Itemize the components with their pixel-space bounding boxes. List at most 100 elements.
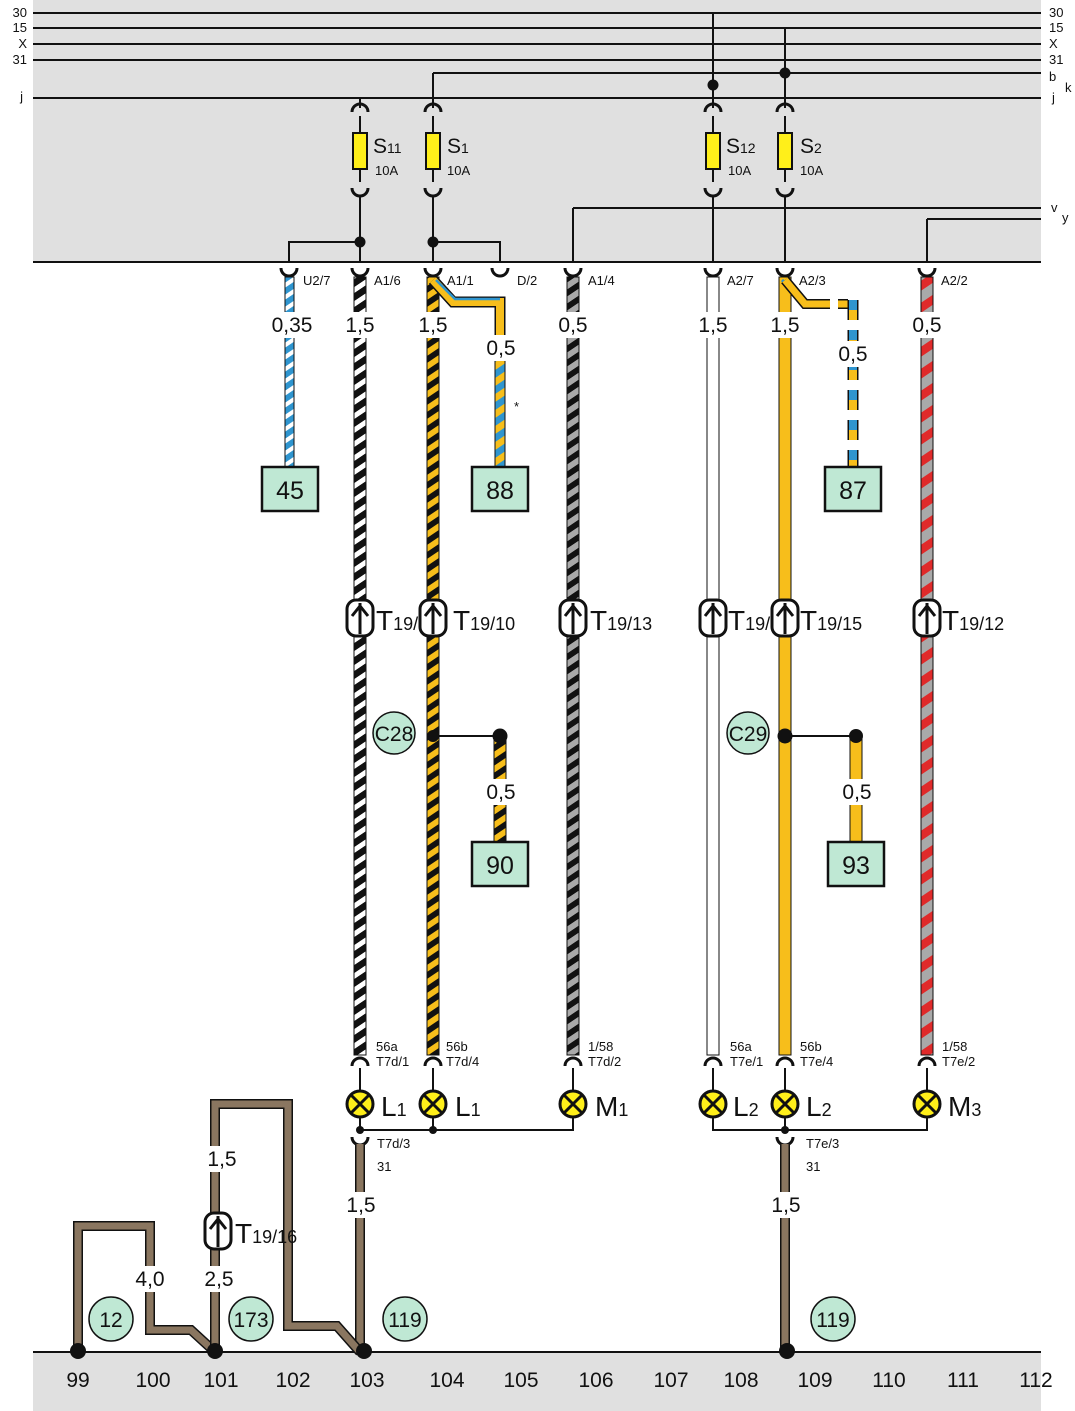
wire-size: 0,5 [486, 337, 515, 360]
fuse-rating: 10A [375, 163, 398, 178]
ground-refs: 12 173 119 119 [88, 1296, 856, 1342]
box-label: 87 [839, 477, 867, 505]
scale-number: 101 [203, 1369, 238, 1392]
wire-size: 4,0 [135, 1268, 164, 1291]
rail-label: j [1051, 90, 1055, 105]
fuse-s1: S1 10A [423, 102, 470, 198]
lamp-m1: M1 [558, 1089, 628, 1122]
circle-ref-c28 [372, 711, 416, 755]
scale-number: 110 [872, 1369, 905, 1392]
lamp-label: M1 [595, 1091, 628, 1122]
connector-label: T19/10 [453, 605, 515, 636]
column-scale: 99 100 101 102 103 104 105 106 107 108 1… [66, 1369, 1052, 1392]
terminal-label: T7d/2 [588, 1054, 621, 1069]
rail-label: X [1049, 36, 1058, 51]
lamp-l2-b: L2 [770, 1089, 832, 1122]
scale-number: 106 [578, 1369, 613, 1392]
rail-label: 31 [1049, 52, 1063, 67]
box-45: 45 [260, 465, 320, 513]
wire-size: 1,5 [698, 314, 727, 337]
wire-45 [284, 276, 295, 468]
panel-wiring [288, 13, 928, 262]
pin-label: A1/1 [447, 273, 474, 288]
circle-label: 12 [99, 1309, 122, 1332]
wire-size: 1,5 [418, 314, 447, 337]
terminal-label: 31 [377, 1159, 391, 1174]
connector-t19-6: T19/6 [345, 598, 428, 638]
rail-labels-left: 30 15 X 31 j [13, 5, 28, 104]
star-note: * [514, 399, 519, 414]
wire-size: 1,5 [207, 1148, 236, 1171]
terminal-label: 56a [376, 1039, 398, 1054]
connector-label: T19/13 [590, 605, 652, 636]
terminal-label: 56b [800, 1039, 822, 1054]
scale-number: 99 [66, 1369, 89, 1392]
scale-number: 112 [1019, 1369, 1052, 1392]
lamp-label: L1 [455, 1091, 481, 1122]
wire-size: 0,5 [558, 314, 587, 337]
circle-label: 173 [233, 1309, 268, 1332]
panel-pins [279, 267, 937, 278]
wire-sizes: 0,35 1,5 1,5 0,5 0,5 1,5 1,5 0,5 0,5 * [272, 312, 944, 414]
wire-size: 1,5 [346, 1194, 375, 1217]
fuse-label: S2 [800, 135, 822, 158]
terminal-label: T7e/4 [800, 1054, 833, 1069]
branch-c28: C28 0,5 [372, 711, 518, 843]
terminal-label: 1/58 [942, 1039, 967, 1054]
ground-wires [73, 1099, 790, 1356]
wire-108 [706, 276, 720, 1056]
branch-c29: C29 0,5 [726, 711, 874, 843]
terminal-label: T7d/3 [377, 1136, 410, 1151]
box-label: 90 [486, 852, 514, 880]
pin-label: U2/7 [303, 273, 330, 288]
pin-label: A1/6 [374, 273, 401, 288]
rail-label: y [1062, 210, 1069, 225]
wire-109 [778, 276, 820, 1056]
lamp-l2-a: L2 [698, 1089, 759, 1122]
pin-label: A1/4 [588, 273, 615, 288]
circle-ref-12 [88, 1296, 134, 1342]
wire-87 [820, 299, 859, 467]
terminal-label: T7d/4 [446, 1054, 479, 1069]
pin-label: D/2 [517, 273, 537, 288]
terminal-label: T7e/1 [730, 1054, 763, 1069]
lamp-label: M3 [948, 1091, 981, 1122]
lamp-m3: M3 [912, 1089, 981, 1122]
box-label: 93 [842, 852, 870, 880]
pin-labels: U2/7 A1/6 A1/1 D/2 A1/4 A2/7 A2/3 A2/2 [303, 273, 968, 288]
circle-label: C29 [729, 723, 768, 746]
fuse-label: S11 [373, 135, 402, 158]
terminal-label: 1/58 [588, 1039, 613, 1054]
rail-label: 15 [13, 20, 27, 35]
pin-label: A2/3 [799, 273, 826, 288]
rail-label: v [1051, 200, 1058, 215]
connector-label: T19/15 [800, 605, 862, 636]
terminal-label: 56a [730, 1039, 752, 1054]
circle-label: 119 [388, 1309, 421, 1332]
terminal-label: T7e/3 [806, 1136, 839, 1151]
ground-junctions [70, 1343, 795, 1359]
ground-terminals: T7d/3 31 T7e/3 31 [377, 1136, 839, 1174]
wire-88 [428, 276, 506, 468]
scale-number: 111 [947, 1369, 979, 1392]
scale-number: 105 [503, 1369, 538, 1392]
lamp-return [359, 1117, 928, 1131]
connector-t19-16: T19/16 [203, 1211, 297, 1251]
wire-size: 2,5 [204, 1268, 233, 1291]
bulb-pins [350, 1056, 937, 1067]
terminal-label: T7e/2 [942, 1054, 975, 1069]
scale-number: 108 [723, 1369, 758, 1392]
rail-label: X [18, 36, 27, 51]
connector-label: T19/16 [235, 1218, 297, 1249]
connector-t19-4: T19/4 [698, 598, 780, 638]
lamp-l1-b: L1 [418, 1089, 481, 1122]
terminal-label: 56b [446, 1039, 468, 1054]
wire-size: 1,5 [771, 1194, 800, 1217]
box-87: 87 [823, 465, 883, 513]
wire-size: 0,5 [912, 314, 941, 337]
box-label: 45 [276, 477, 304, 505]
bus-rails [33, 12, 1041, 220]
lamp-label: L1 [381, 1091, 407, 1122]
scale-number: 107 [653, 1369, 688, 1392]
